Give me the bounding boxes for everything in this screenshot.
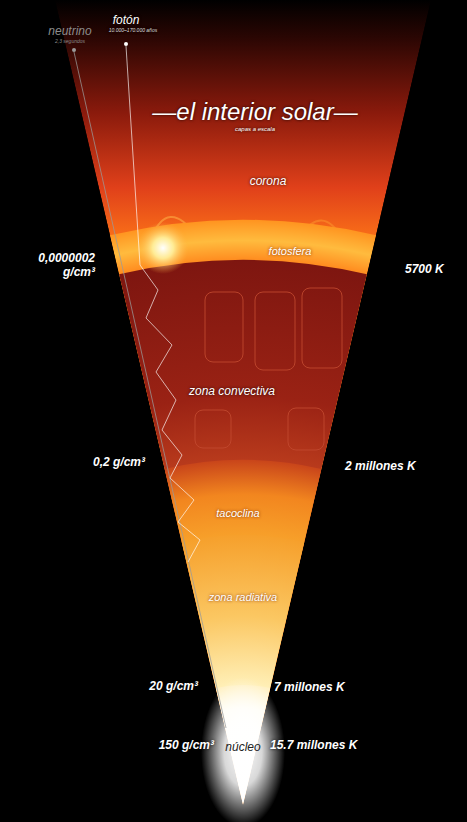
- layer-name: corona: [250, 175, 287, 189]
- temperature-value: 7 millones K: [274, 681, 345, 695]
- particle-name: neutrino: [48, 25, 91, 39]
- density-value: 0,0000002 g/cm³: [23, 252, 95, 280]
- layer-name: zona convectiva: [189, 385, 275, 399]
- diagram-caption: capas a escala: [235, 126, 275, 133]
- temperature-value: 15.7 millones K: [270, 739, 357, 753]
- temperature-value: 5700 K: [405, 263, 444, 277]
- layer-name: fotosfera: [269, 245, 312, 258]
- layer-name: zona radiativa: [209, 591, 278, 604]
- solar-flare: [137, 222, 189, 274]
- diagram-title: —el interior solar—: [152, 98, 357, 126]
- density-value: 20 g/cm³: [149, 680, 198, 694]
- photon-dot: [124, 42, 128, 46]
- particle-name: fotón: [113, 14, 140, 28]
- convection-cell: [195, 410, 231, 448]
- neutrino-dot: [72, 48, 76, 52]
- temperature-value: 2 millones K: [345, 460, 416, 474]
- layer-name: tacoclina: [216, 507, 259, 520]
- convection-cell: [288, 408, 324, 450]
- travel-time: 2,3 segundos: [55, 39, 85, 45]
- convection-cells: [195, 288, 342, 450]
- convection-cell: [205, 292, 243, 362]
- density-value: 150 g/cm³: [159, 739, 214, 753]
- tachocline-layer: [165, 460, 322, 805]
- convection-cell: [302, 288, 342, 368]
- travel-time: 10.000–170.000 años: [109, 28, 157, 34]
- density-value: 0,2 g/cm³: [93, 456, 145, 470]
- layer-name: núcleo: [225, 741, 260, 755]
- convection-cell: [255, 292, 295, 370]
